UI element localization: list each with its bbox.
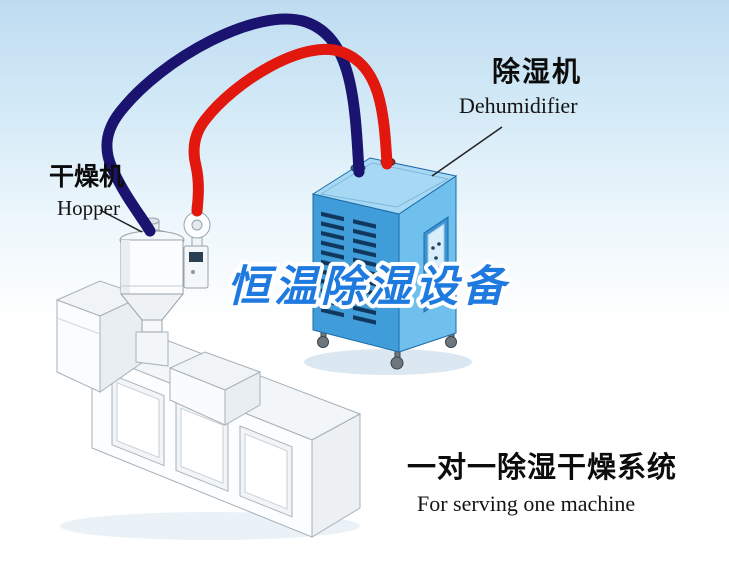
pipe-hot	[188, 43, 393, 217]
pipe-cold	[101, 13, 365, 237]
pointer-line-dehumidifier	[431, 126, 503, 177]
dehumidifier-illustration	[304, 157, 472, 375]
caption-zh: 一对一除湿干燥系统	[407, 452, 678, 484]
caption-en: For serving one machine	[417, 491, 636, 516]
watermark-text: 恒温除湿设备	[227, 263, 511, 311]
extruder-illustration	[55, 280, 362, 540]
hopper-label-en: Hopper	[57, 196, 120, 220]
dehumidifier-label-en: Dehumidifier	[459, 93, 578, 118]
dehumidifier-label-zh: 除湿机	[492, 56, 583, 87]
hopper-label-zh: 干燥机	[49, 163, 125, 191]
hopper-illustration	[119, 205, 211, 333]
pointer-line-hopper	[99, 209, 143, 233]
